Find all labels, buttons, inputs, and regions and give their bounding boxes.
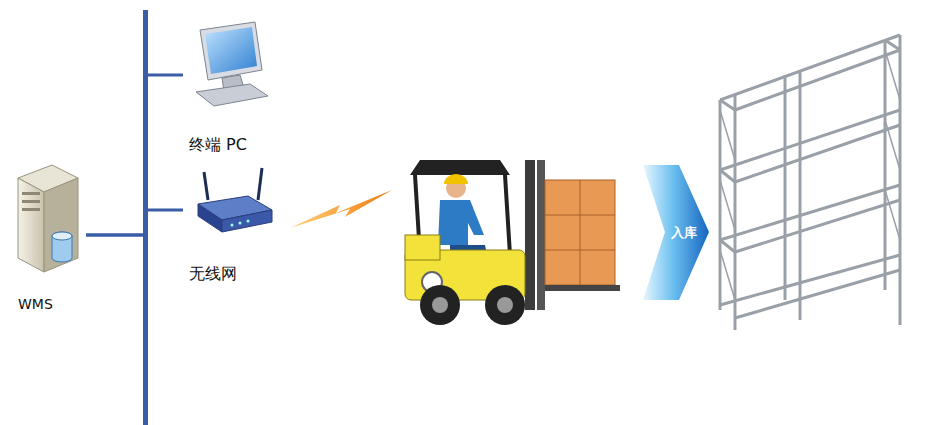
network-link	[86, 75, 183, 235]
inbound-arrow: 入库	[643, 165, 709, 300]
pc-icon	[196, 22, 268, 106]
device-label: WMS	[18, 296, 53, 312]
device-node: WMS	[8, 160, 84, 312]
wireless-signal	[290, 190, 392, 228]
server-icon	[18, 165, 78, 272]
network-link	[86, 210, 183, 235]
storage-rack	[720, 35, 900, 330]
device-node: 无线网	[185, 165, 280, 285]
arrow-label: 入库	[671, 224, 697, 242]
forklift	[405, 160, 620, 325]
device-label: 终端 PC	[189, 135, 247, 156]
router-icon	[198, 168, 272, 232]
device-label: 无线网	[189, 264, 237, 285]
device-node: 终端 PC	[185, 18, 280, 156]
